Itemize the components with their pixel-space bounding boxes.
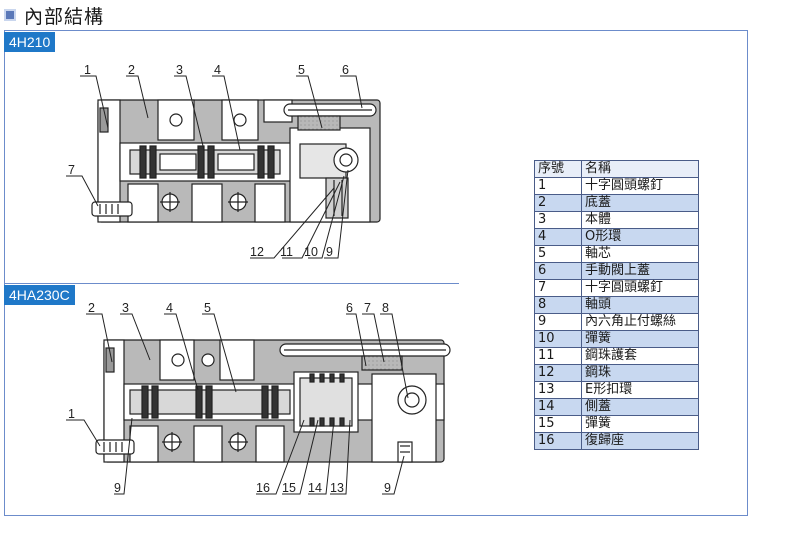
callout-top-10: 10 [304,245,318,259]
callout-bottom-13: 13 [330,481,344,495]
part-number: 7 [534,279,582,297]
part-number: 1 [534,177,582,195]
part-number: 6 [534,262,582,280]
model-tag-4h210: 4H210 [4,32,56,52]
callout-top-4: 3 [176,63,183,77]
callout-top-2: 1 [84,63,91,77]
callout-top-5: 4 [214,63,221,77]
part-name: 復歸座 [581,432,699,450]
part-number: 9 [534,313,582,331]
callout-top-3: 2 [128,63,135,77]
leader-lines-bottom [66,313,409,495]
callout-bottom-6: 6 [346,301,353,315]
part-number: 8 [534,296,582,314]
callout-bottom-15: 15 [282,481,296,495]
leader-lines-top [66,75,363,259]
header-name: 名稱 [581,160,699,178]
part-name: 鋼珠 [581,364,699,382]
part-name: 本體 [581,211,699,229]
part-number: 10 [534,330,582,348]
callout-top-1: 7 [68,163,75,177]
parts-table-header: 序號 名稱 [534,160,699,178]
callout-labels-bottom: 2 3 4 5 6 7 8 1 9 16 15 14 13 9 [68,301,391,495]
part-number: 3 [534,211,582,229]
callout-bottom-14: 14 [308,481,322,495]
part-number: 15 [534,415,582,433]
part-name: 底蓋 [581,194,699,212]
part-number: 14 [534,398,582,416]
part-number: 4 [534,228,582,246]
callout-bottom-4: 4 [166,301,173,315]
part-name: E形扣環 [581,381,699,399]
part-number: 13 [534,381,582,399]
square-bullet-icon [4,9,16,21]
callout-bottom-16: 16 [256,481,270,495]
callout-top-11: 11 [280,245,293,259]
section-title: 內部結構 [24,5,105,28]
part-number: 2 [534,194,582,212]
callout-top-12: 12 [250,245,264,259]
part-number: 16 [534,432,582,450]
part-name: 軸頭 [581,296,699,314]
part-number: 12 [534,364,582,382]
part-name: 手動閥上蓋 [581,262,699,280]
part-name: O形環 [581,228,699,246]
valve-4h210-drawing [91,99,381,223]
part-number: 5 [534,245,582,263]
callout-top-6: 5 [298,63,305,77]
part-name: 鋼珠護套 [581,347,699,365]
section-divider [4,283,459,284]
part-name: 軸芯 [581,245,699,263]
part-name: 側蓋 [581,398,699,416]
part-name: 十字圓頭螺釘 [581,177,699,195]
part-name: 彈簧 [581,415,699,433]
callout-bottom-7: 7 [364,301,371,315]
part-name: 十字圓頭螺釘 [581,279,699,297]
callout-bottom-8: 8 [382,301,389,315]
callout-bottom-1: 1 [68,407,75,421]
valve-4ha230c-drawing [95,339,451,463]
section-header: 內部結構 [4,2,104,28]
part-name: 內六角止付螺絲 [581,313,699,331]
part-name: 彈簧 [581,330,699,348]
callout-top-7: 6 [342,63,349,77]
model-tag-4ha230c: 4HA230C [4,285,75,305]
callout-top-9: 9 [326,245,333,259]
callout-bottom-3: 3 [122,301,129,315]
callout-labels-top: 1 2 3 4 5 6 7 12 11 10 9 [68,63,349,259]
part-number: 11 [534,347,582,365]
callout-bottom-9a: 9 [114,481,121,495]
callout-bottom-2: 2 [88,301,95,315]
diagram-frame [4,30,748,516]
callout-bottom-5: 5 [204,301,211,315]
header-no: 序號 [534,160,582,178]
callout-bottom-9b: 9 [384,481,391,495]
